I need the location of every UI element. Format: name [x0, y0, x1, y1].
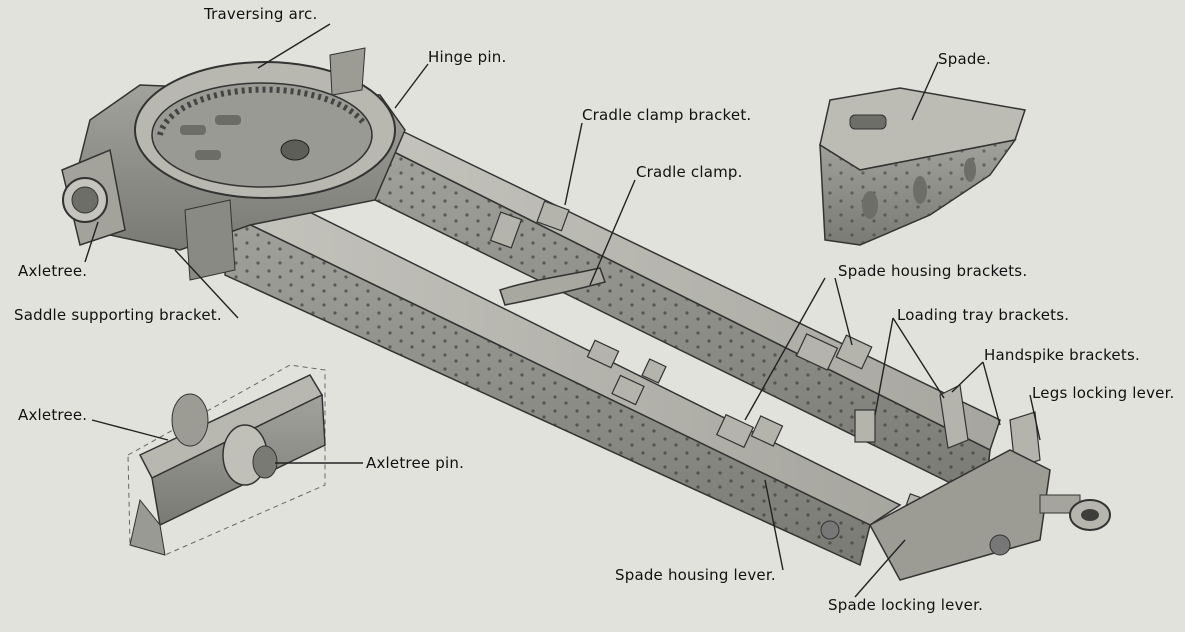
label-axletree-pin: Axletree pin. — [366, 454, 465, 472]
label-saddle-supporting-bracket: Saddle supporting bracket. — [14, 306, 222, 324]
label-spade: Spade. — [938, 50, 991, 68]
spade-illustration — [819, 87, 1026, 246]
label-handspike-brackets: Handspike brackets. — [984, 346, 1140, 364]
right-trail-leg — [364, 129, 1001, 502]
saddle-body — [74, 47, 406, 281]
label-legs-locking-lever: Legs locking lever. — [1032, 384, 1175, 402]
leader-lines — [84, 23, 1041, 598]
axletree-inset — [127, 364, 326, 556]
label-spade-locking-lever: Spade locking lever. — [828, 596, 984, 614]
label-cradle-clamp: Cradle clamp. — [636, 163, 743, 181]
towing-eye — [820, 449, 1111, 581]
label-spade-housing-lever: Spade housing lever. — [615, 566, 776, 584]
label-axletree-inset: Axletree. — [18, 406, 88, 424]
label-hinge-pin: Hinge pin. — [428, 48, 507, 66]
label-spade-housing-brackets: Spade housing brackets. — [838, 262, 1028, 280]
label-traversing-arc: Traversing arc. — [204, 5, 318, 23]
label-loading-tray-brackets: Loading tray brackets. — [897, 306, 1070, 324]
label-cradle-clamp-bracket: Cradle clamp bracket. — [582, 106, 752, 124]
label-axletree-main: Axletree. — [18, 262, 88, 280]
axletree-housing — [61, 148, 126, 246]
cradle-clamp-shape — [499, 267, 606, 306]
